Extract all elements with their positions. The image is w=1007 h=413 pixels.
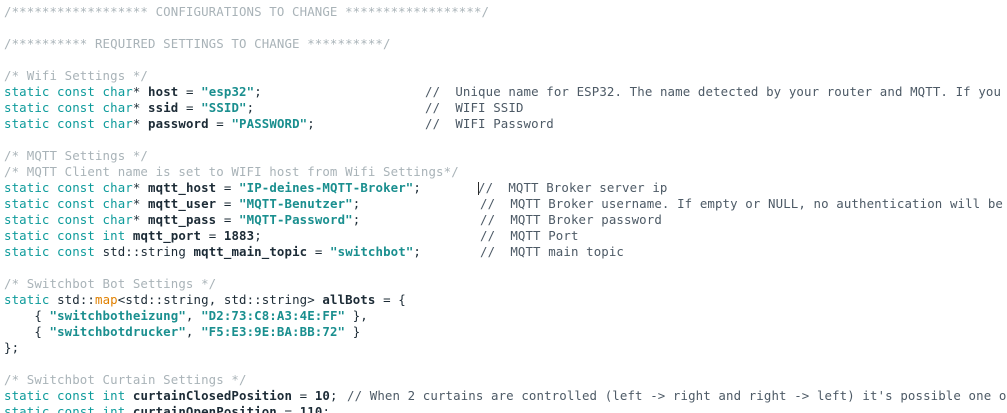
- code-line[interactable]: [0, 20, 1007, 36]
- inline-comment: // WIFI SSID: [425, 100, 524, 115]
- code-line[interactable]: /* Wifi Settings */: [0, 68, 1007, 84]
- inline-comment: // When 2 curtains are controlled (left …: [347, 388, 1007, 403]
- code-line[interactable]: /* Switchbot Bot Settings */: [0, 276, 1007, 292]
- code-line[interactable]: };: [0, 340, 1007, 356]
- code-line-text: /****************** CONFIGURATIONS TO CH…: [4, 4, 490, 19]
- code-line[interactable]: static const char* password = "PASSWORD"…: [0, 116, 1007, 132]
- code-line-text: static const char* host = "esp32";: [4, 84, 262, 99]
- code-line-text: /* MQTT Settings */: [4, 148, 149, 163]
- code-line[interactable]: static const std::string mqtt_main_topic…: [0, 244, 1007, 260]
- code-line[interactable]: static const char* mqtt_host = "IP-deine…: [0, 180, 1007, 196]
- code-line-text: static const char* mqtt_pass = "MQTT-Pas…: [4, 212, 361, 227]
- code-line[interactable]: static const char* ssid = "SSID"; // WIF…: [0, 100, 1007, 116]
- code-line[interactable]: [0, 356, 1007, 372]
- code-line-text: static const int curtainClosedPosition =…: [4, 388, 338, 403]
- code-line[interactable]: /* MQTT Settings */: [0, 148, 1007, 164]
- inline-comment: // MQTT Broker server ip: [478, 180, 668, 195]
- code-line-text: static const int mqtt_port = 1883;: [4, 228, 262, 243]
- code-line[interactable]: [0, 52, 1007, 68]
- code-line-text: static const char* ssid = "SSID";: [4, 100, 255, 115]
- code-line-text: { "switchbotdrucker", "F5:E3:9E:BA:BB:72…: [4, 324, 361, 339]
- inline-comment: // WIFI Password: [425, 116, 554, 131]
- code-line-text: /* Switchbot Bot Settings */: [4, 276, 217, 291]
- inline-comment: // MQTT Broker password: [480, 212, 662, 227]
- code-line-text: };: [4, 340, 20, 355]
- code-line[interactable]: /****************** CONFIGURATIONS TO CH…: [0, 4, 1007, 20]
- code-line[interactable]: static const int mqtt_port = 1883; // MQ…: [0, 228, 1007, 244]
- code-line[interactable]: static const int curtainOpenPosition = 1…: [0, 404, 1007, 413]
- code-line[interactable]: /********** REQUIRED SETTINGS TO CHANGE …: [0, 36, 1007, 52]
- inline-comment: // MQTT main topic: [480, 244, 625, 259]
- code-line-text: { "switchbotheizung", "D2:73:C8:A3:4E:FF…: [4, 308, 368, 323]
- code-line-text: /********** REQUIRED SETTINGS TO CHANGE …: [4, 36, 391, 51]
- code-line[interactable]: static const char* mqtt_pass = "MQTT-Pas…: [0, 212, 1007, 228]
- code-line-text: static const char* password = "PASSWORD"…: [4, 116, 315, 131]
- inline-comment: // Unique name for ESP32. The name detec…: [425, 84, 1007, 99]
- code-line[interactable]: [0, 132, 1007, 148]
- inline-comment-with-caret: // MQTT Broker server ip: [478, 180, 668, 196]
- code-line-text: /* MQTT Client name is set to WIFI host …: [4, 164, 459, 179]
- code-line[interactable]: static const char* host = "esp32"; // Un…: [0, 84, 1007, 100]
- code-line[interactable]: static std::map<std::string, std::string…: [0, 292, 1007, 308]
- code-line-text: static const char* mqtt_user = "MQTT-Ben…: [4, 196, 361, 211]
- code-line-text: static const char* mqtt_host = "IP-deine…: [4, 180, 421, 195]
- code-line-text: static const std::string mqtt_main_topic…: [4, 244, 422, 259]
- code-line-text: /* Wifi Settings */: [4, 68, 149, 83]
- code-line-text: static const int curtainOpenPosition = 1…: [4, 404, 331, 413]
- code-line-text: /* Switchbot Curtain Settings */: [4, 372, 247, 387]
- code-line[interactable]: static const int curtainClosedPosition =…: [0, 388, 1007, 404]
- code-line[interactable]: { "switchbotdrucker", "F5:E3:9E:BA:BB:72…: [0, 324, 1007, 340]
- inline-comment: // MQTT Port: [480, 228, 579, 243]
- code-line-text: static std::map<std::string, std::string…: [4, 292, 406, 307]
- text-cursor-caret: [478, 182, 479, 195]
- inline-comment: // MQTT Broker username. If empty or NUL…: [480, 196, 1007, 211]
- code-line[interactable]: [0, 260, 1007, 276]
- code-line[interactable]: { "switchbotheizung", "D2:73:C8:A3:4E:FF…: [0, 308, 1007, 324]
- code-line[interactable]: /* Switchbot Curtain Settings */: [0, 372, 1007, 388]
- code-line[interactable]: /* MQTT Client name is set to WIFI host …: [0, 164, 1007, 180]
- code-line[interactable]: static const char* mqtt_user = "MQTT-Ben…: [0, 196, 1007, 212]
